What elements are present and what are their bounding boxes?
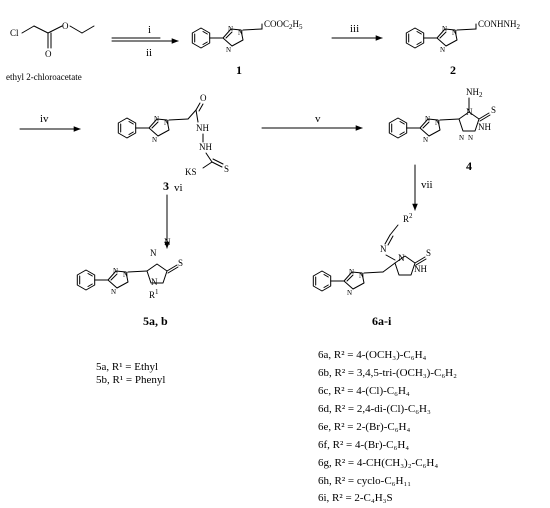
group-conhnh2: CONHNH2 xyxy=(478,19,521,31)
compound-6-label: 6a-i xyxy=(372,314,392,328)
reagent-iii: iii xyxy=(350,23,359,35)
arrow-step-vii: vii xyxy=(412,164,433,211)
svg-text:N: N xyxy=(359,272,364,280)
atom-cl: Cl xyxy=(10,28,19,38)
reagent-iv: iv xyxy=(40,113,49,125)
svg-text:N: N xyxy=(349,268,354,276)
svg-text:N: N xyxy=(154,115,159,123)
atom-n4-ring-5: N xyxy=(151,277,158,287)
atom-nh-ring-6: NH xyxy=(414,264,427,274)
reagent-vi: vi xyxy=(174,182,183,194)
atom-n-imine: N xyxy=(380,244,387,254)
arrow-step-i-ii: i ii xyxy=(111,24,179,59)
start-material-label: ethyl 2-chloroacetate xyxy=(6,72,82,82)
atom-nh-1: NH xyxy=(196,123,209,133)
reagent-ii: ii xyxy=(146,47,152,59)
compound-4-structure: N N N NH2 N S NH N N xyxy=(388,87,496,144)
group-cooc2h5: COOC2H5 xyxy=(264,19,303,31)
svg-text:N: N xyxy=(435,119,440,127)
svg-text:N: N xyxy=(440,46,445,54)
atom-s-dithio: S xyxy=(224,164,229,174)
atom-r1: R1 xyxy=(149,288,159,300)
compound-1-label: 1 xyxy=(236,63,242,77)
compound-5-structure: N N N N R1 S N N xyxy=(76,237,183,300)
atom-nh-ring: NH xyxy=(478,122,491,132)
svg-text:N: N xyxy=(111,288,116,296)
arrow-step-vi: vi xyxy=(164,182,183,249)
substituent-6d: 6d, R² = 2,4-di-(Cl)-C₆H₃ xyxy=(318,403,431,415)
arrow-step-iv: iv xyxy=(19,113,81,132)
compound-1-structure: N N N COOC2H5 xyxy=(191,19,303,54)
svg-text:N: N xyxy=(113,267,118,275)
atom-s-thione-6: S xyxy=(426,248,431,258)
atom-ks: KS xyxy=(185,167,197,177)
atom-o-amide: O xyxy=(200,93,207,103)
svg-text:N: N xyxy=(468,134,473,142)
atom-n4-ring: N xyxy=(466,107,473,117)
atom-n-ring-5: N xyxy=(150,248,157,258)
substituent-6g: 6g, R² = 4-CH(CH₃)₂-C₆H₄ xyxy=(318,457,438,469)
compound-3-structure: N N N O NH NH KS S xyxy=(117,93,229,177)
svg-text:N: N xyxy=(228,25,233,33)
reagent-i: i xyxy=(148,24,151,36)
svg-text:N: N xyxy=(226,46,231,54)
svg-text:N: N xyxy=(425,115,430,123)
atom-n4-ring-6: N xyxy=(398,253,405,263)
svg-text:N: N xyxy=(423,136,428,144)
compound-6-structure: R2 N N S NH N N N xyxy=(312,212,431,297)
compound-4-label: 4 xyxy=(466,159,472,173)
atom-n-n-h: N xyxy=(164,237,171,247)
atom-s-thione: S xyxy=(491,105,496,115)
atom-r2: R2 xyxy=(403,212,413,224)
compound-5-label: 5a, b xyxy=(143,314,168,328)
reagent-v: v xyxy=(315,113,321,125)
substituent-6e: 6e, R² = 2-(Br)-C₆H₄ xyxy=(318,421,410,433)
substituent-list-6: 6a, R² = 4-(OCH₃)-C₆H₄ 6b, R² = 3,4,5-tr… xyxy=(318,349,457,504)
substituent-6i: 6i, R² = 2-C₄H₃S xyxy=(318,492,393,504)
atom-s-thione-5: S xyxy=(178,258,183,268)
svg-text:N: N xyxy=(152,136,157,144)
atom-o-ester: O xyxy=(62,21,69,31)
arrow-step-v: v xyxy=(261,113,363,131)
substituent-6h: 6h, R² = cyclo-C₆H₁₁ xyxy=(318,475,411,487)
compound-2-structure: N N N CONHNH2 xyxy=(405,19,521,54)
substituent-5a: 5a, R¹ = Ethyl xyxy=(96,361,158,373)
atom-nh-2: NH xyxy=(199,142,212,152)
svg-text:N: N xyxy=(238,29,243,37)
arrow-step-iii: iii xyxy=(331,23,383,41)
svg-text:N: N xyxy=(442,25,447,33)
substituent-6b: 6b, R² = 3,4,5-tri-(OCH₃)-C₆H₂ xyxy=(318,367,457,379)
substituent-6f: 6f, R² = 4-(Br)-C₆H₄ xyxy=(318,439,409,451)
svg-text:N: N xyxy=(452,29,457,37)
substituent-6c: 6c, R² = 4-(Cl)-C₆H₄ xyxy=(318,385,410,397)
compound-2-label: 2 xyxy=(450,63,456,77)
svg-text:N: N xyxy=(347,289,352,297)
ethyl-2-chloroacetate-structure: Cl O O xyxy=(10,21,95,59)
svg-text:N: N xyxy=(164,119,169,127)
svg-text:N: N xyxy=(123,271,128,279)
atom-o-carbonyl: O xyxy=(45,49,52,59)
reagent-vii: vii xyxy=(421,179,433,191)
atom-nh2-amino: NH2 xyxy=(466,87,483,99)
compound-3-label: 3 xyxy=(163,179,169,193)
substituent-6a: 6a, R² = 4-(OCH₃)-C₆H₄ xyxy=(318,349,427,361)
substituent-5b: 5b, R¹ = Phenyl xyxy=(96,374,165,386)
svg-text:N: N xyxy=(459,134,464,142)
